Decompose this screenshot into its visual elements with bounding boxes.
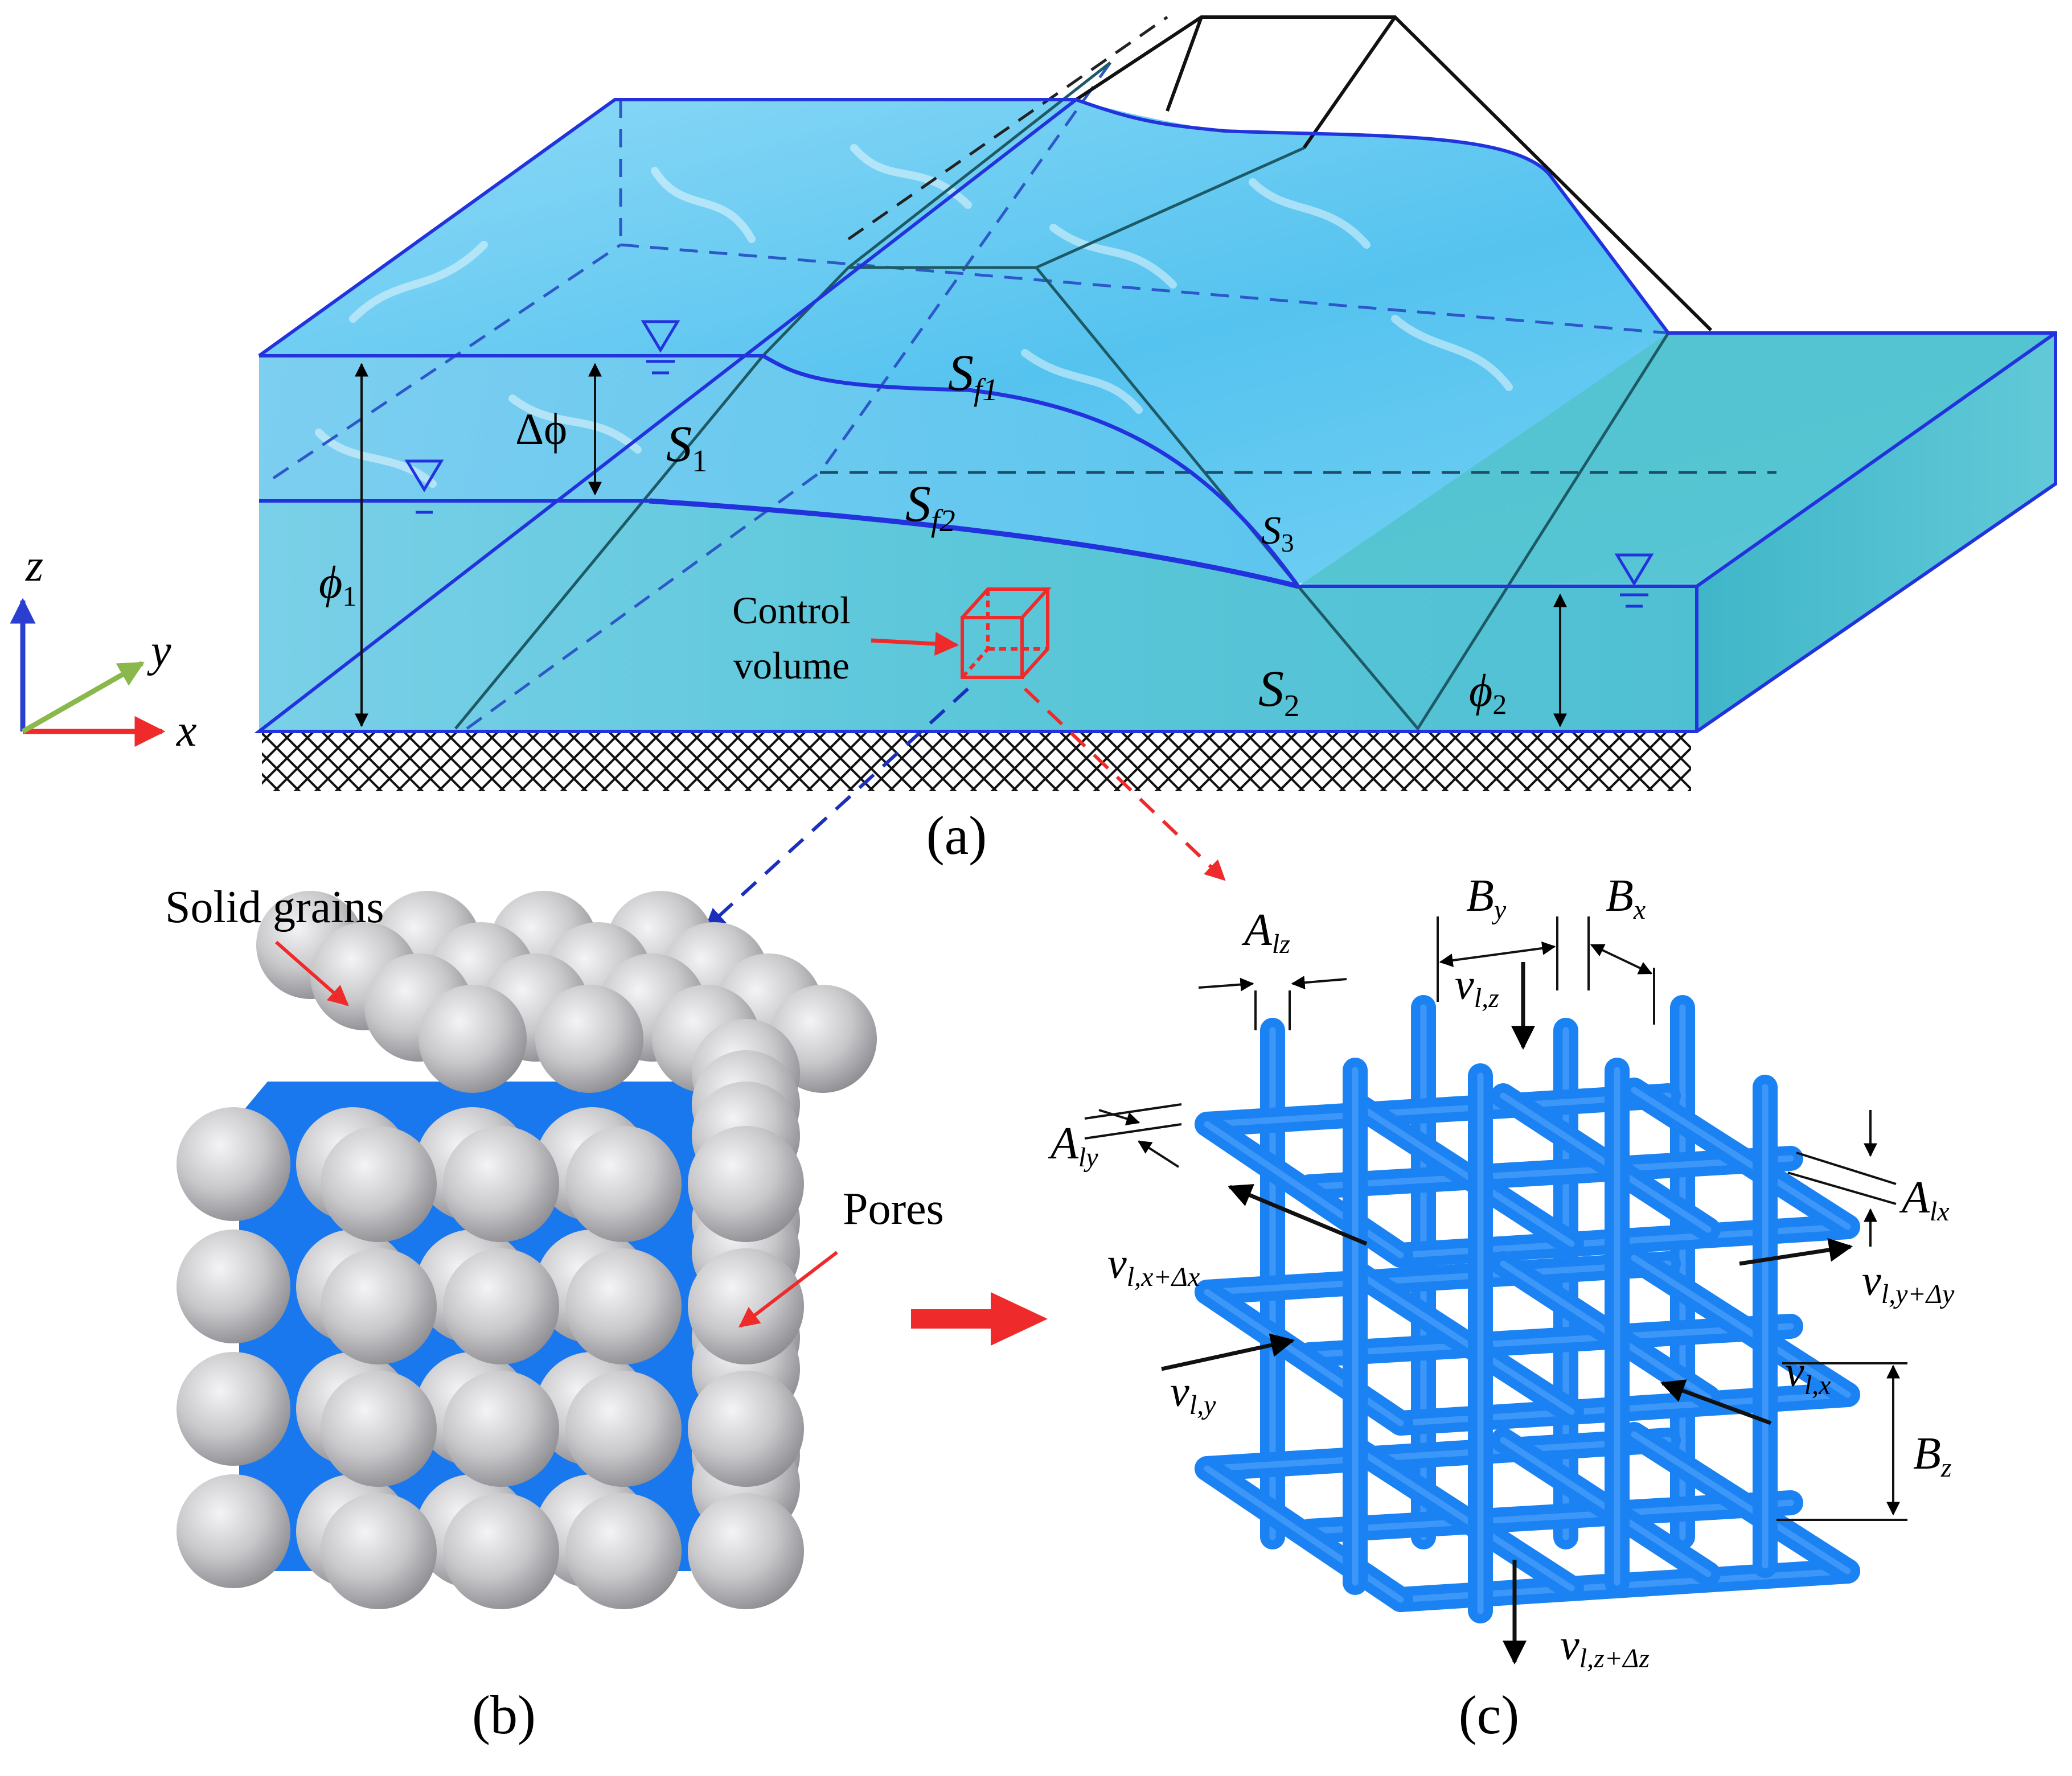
control-volume-pointer xyxy=(871,632,959,656)
label-vlxdx: vl,x+Δx xyxy=(1107,1240,1200,1292)
label-solid-grains: Solid grains xyxy=(165,882,384,932)
label-s1: S1 xyxy=(666,416,708,478)
grain-front-left xyxy=(177,1230,290,1343)
label-control: Control xyxy=(732,589,851,632)
grain-front xyxy=(688,1371,804,1487)
upper-water-front xyxy=(259,356,1298,586)
grain-front xyxy=(443,1248,559,1364)
pipe-horizontal-y-highlight xyxy=(1204,1121,1404,1259)
label-vlx: vl,x xyxy=(1785,1348,1831,1400)
axis-label-x: x xyxy=(176,706,197,756)
caption-a: (a) xyxy=(926,805,987,866)
label-bz: Bz xyxy=(1913,1429,1952,1483)
pipe-horizontal-y-highlight xyxy=(1357,1448,1575,1592)
grain-front xyxy=(688,1126,804,1242)
pipe-dimension-markers xyxy=(1084,916,1907,1521)
phreatic-line-sf2 xyxy=(649,498,1299,589)
label-phi1: ϕ1 xyxy=(319,558,356,612)
downstream-pool-top xyxy=(1298,333,2055,586)
axis-label-z: z xyxy=(25,541,43,591)
grain-front xyxy=(565,1371,682,1487)
label-bx: Bx xyxy=(1606,871,1646,925)
label-alx: Alx xyxy=(1899,1173,1950,1227)
coordinate-axes: z y x xyxy=(10,541,197,756)
grain-front xyxy=(565,1248,682,1364)
grain-front-left xyxy=(177,1107,290,1221)
grain-front xyxy=(565,1493,682,1609)
pipe-network xyxy=(1195,995,1860,1623)
label-vlydy: vl,y+Δy xyxy=(1862,1257,1955,1309)
solid-grains-grid xyxy=(177,891,877,1609)
pipe-horizontal-y-highlight xyxy=(1204,1465,1404,1603)
grain-front xyxy=(565,1126,682,1242)
pipe-horizontal-y-highlight xyxy=(1631,1255,1851,1398)
panel-a-dam-schematic: Δϕ ϕ1 ϕ2 S1 S2 S3 Sf1 Sf2 Control volume… xyxy=(10,15,2057,930)
pipe-horizontal-y-highlight xyxy=(1631,1087,1851,1230)
label-sf1: Sf1 xyxy=(948,345,998,407)
pipe-horizontal-x-highlight xyxy=(1306,1155,1794,1190)
panel-a-labels: Δϕ ϕ1 ϕ2 S1 S2 S3 Sf1 Sf2 Control volume… xyxy=(319,345,1507,866)
grain-front xyxy=(321,1371,437,1487)
grain-front xyxy=(688,1493,804,1609)
grain-top xyxy=(418,985,527,1093)
control-volume-cube xyxy=(961,587,1052,679)
label-pores: Pores xyxy=(843,1184,944,1234)
phreatic-line-sf1 xyxy=(762,353,1300,588)
pipe-horizontal-x-highlight xyxy=(1204,1437,1672,1472)
label-by: By xyxy=(1466,871,1507,925)
label-s3: S3 xyxy=(1261,509,1294,557)
pipe-horizontal-x-highlight xyxy=(1204,1260,1672,1296)
water-outline xyxy=(254,97,2057,733)
pipe-horizontal-x-highlight xyxy=(1204,1092,1672,1128)
label-volume: volume xyxy=(733,644,850,687)
pipe-horizontal-x-highlight xyxy=(1306,1323,1794,1358)
dam-faces xyxy=(454,61,1670,731)
panel-c-pipe-network: Alz By Bx Aly Alx Bz vl,z vl,x+Δx vl,y+Δ… xyxy=(1048,871,1955,1745)
grain-front xyxy=(688,1248,804,1364)
label-vly: vl,y xyxy=(1170,1368,1216,1420)
axis-label-y: y xyxy=(147,626,171,676)
grain-front xyxy=(443,1371,559,1487)
grain-front xyxy=(443,1493,559,1609)
pores-pointer xyxy=(738,1251,838,1328)
panel-c-labels: Alz By Bx Aly Alx Bz vl,z vl,x+Δx vl,y+Δ… xyxy=(1048,871,1955,1745)
downstream-side-face xyxy=(1697,333,2055,731)
grain-front-left xyxy=(177,1474,290,1588)
label-delta-phi: Δϕ xyxy=(515,404,567,454)
solid-grains-pointer xyxy=(275,940,349,1006)
dimension-lines xyxy=(355,363,1567,727)
pipe-horizontal-y-highlight xyxy=(1204,1289,1404,1426)
label-s2: S2 xyxy=(1258,661,1300,723)
panel-b-porous-medium: Solid grains Pores (b) xyxy=(165,882,944,1745)
label-vlz: vl,z xyxy=(1455,961,1499,1013)
connector-to-panel-b xyxy=(704,687,970,930)
pipe-horizontal-y-highlight xyxy=(1631,1431,1851,1574)
velocity-arrows xyxy=(1161,962,1853,1665)
pipe-horizontal-x-highlight xyxy=(1306,1499,1794,1535)
dam-outline xyxy=(1075,15,1713,332)
caption-c: (c) xyxy=(1459,1684,1520,1745)
label-sf2: Sf2 xyxy=(905,476,955,538)
label-alz: Alz xyxy=(1241,905,1290,959)
grain-top xyxy=(535,985,643,1093)
y-axis-arrow xyxy=(21,661,145,734)
label-phi2: ϕ2 xyxy=(1469,666,1507,720)
label-aly: Aly xyxy=(1048,1119,1098,1173)
connector-to-panel-c xyxy=(1023,687,1226,881)
label-vlzdz: vl,z+Δz xyxy=(1560,1621,1650,1674)
pipe-horizontal-y-highlight xyxy=(1357,1272,1575,1415)
water-level-markers xyxy=(404,320,1654,608)
water-shimmer xyxy=(315,144,1513,488)
pipe-horizontal-y-highlight xyxy=(1357,1104,1575,1247)
grain-front xyxy=(443,1126,559,1242)
grain-front-left xyxy=(177,1352,290,1466)
panel-b-to-c-arrow xyxy=(911,1292,1048,1346)
ground-hatch xyxy=(262,729,1691,791)
grain-front xyxy=(321,1248,437,1364)
grain-front xyxy=(321,1126,437,1242)
grain-front xyxy=(321,1493,437,1609)
caption-b: (b) xyxy=(472,1684,536,1745)
